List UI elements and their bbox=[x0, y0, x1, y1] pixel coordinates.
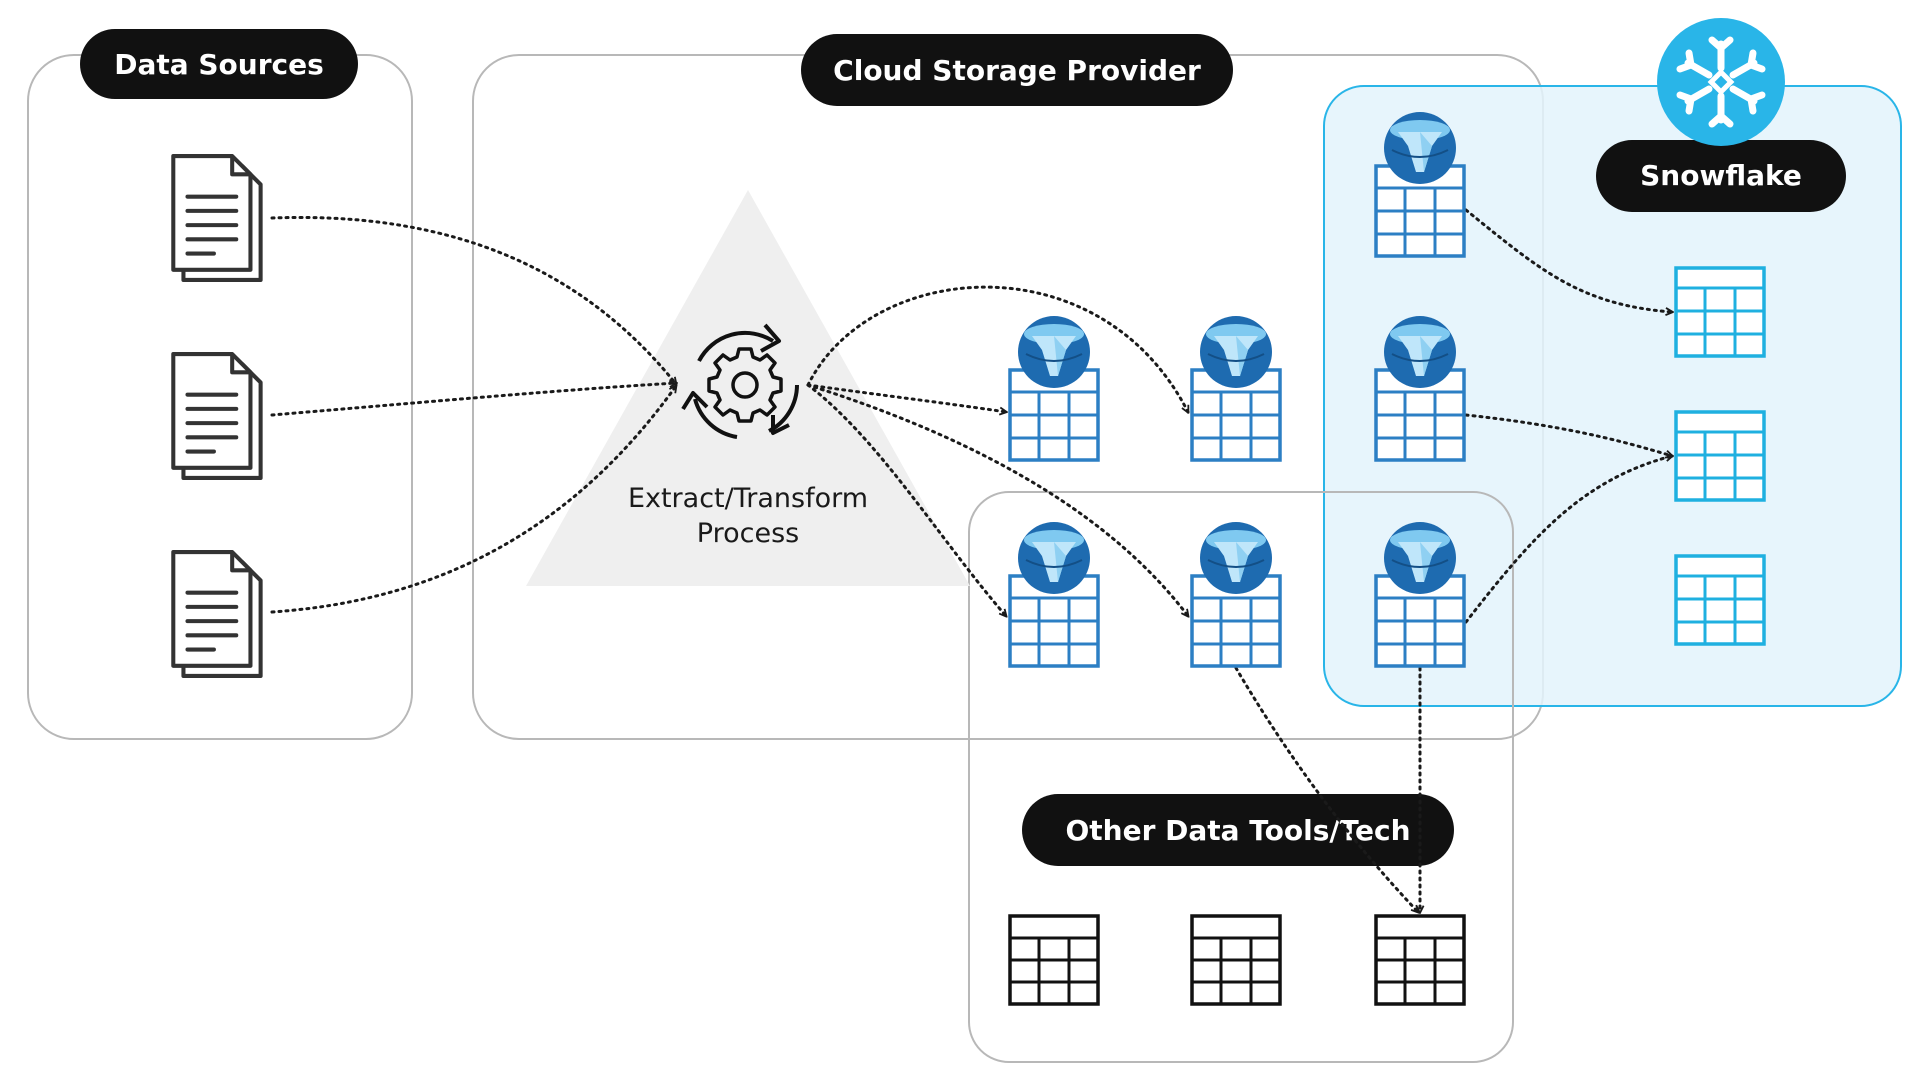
snowflake-title: Snowflake bbox=[1640, 159, 1802, 192]
cloud-storage-title: Cloud Storage Provider bbox=[833, 54, 1201, 87]
iceberg-table-icon bbox=[1374, 110, 1466, 258]
table-icon bbox=[1674, 266, 1766, 358]
flow-arrows bbox=[270, 208, 1672, 912]
iceberg-table-icon bbox=[1008, 314, 1100, 462]
process-triangle bbox=[526, 190, 970, 586]
table-icon bbox=[1190, 914, 1282, 1006]
iceberg-table-icon bbox=[1190, 314, 1282, 462]
other-tools-pill: Other Data Tools/Tech bbox=[1022, 794, 1454, 866]
cloud-storage-pill: Cloud Storage Provider bbox=[801, 34, 1233, 106]
snowflake-pill: Snowflake bbox=[1596, 140, 1846, 212]
table-icon bbox=[1674, 410, 1766, 502]
table-icon bbox=[1008, 914, 1100, 1006]
data-sources-pill: Data Sources bbox=[80, 29, 358, 99]
document-icon bbox=[173, 354, 260, 478]
document-icon bbox=[173, 156, 260, 280]
process-label-line1: Extract/Transform bbox=[628, 483, 868, 514]
iceberg-table-icon bbox=[1374, 314, 1466, 462]
other-tools-box bbox=[968, 491, 1514, 1063]
snowflake-icon bbox=[1657, 18, 1785, 146]
other-tools-title: Other Data Tools/Tech bbox=[1065, 814, 1410, 847]
table-icon bbox=[1674, 554, 1766, 646]
data-sources-title: Data Sources bbox=[114, 48, 324, 81]
iceberg-table-icon bbox=[1190, 520, 1282, 668]
iceberg-table-icon bbox=[1374, 520, 1466, 668]
snowflake-box bbox=[1323, 85, 1902, 707]
gear-cycle-icon bbox=[681, 323, 799, 439]
table-icon bbox=[1374, 914, 1466, 1006]
iceberg-table-icon bbox=[1008, 520, 1100, 668]
process-label-line2: Process bbox=[697, 518, 799, 549]
document-icon bbox=[173, 552, 260, 676]
